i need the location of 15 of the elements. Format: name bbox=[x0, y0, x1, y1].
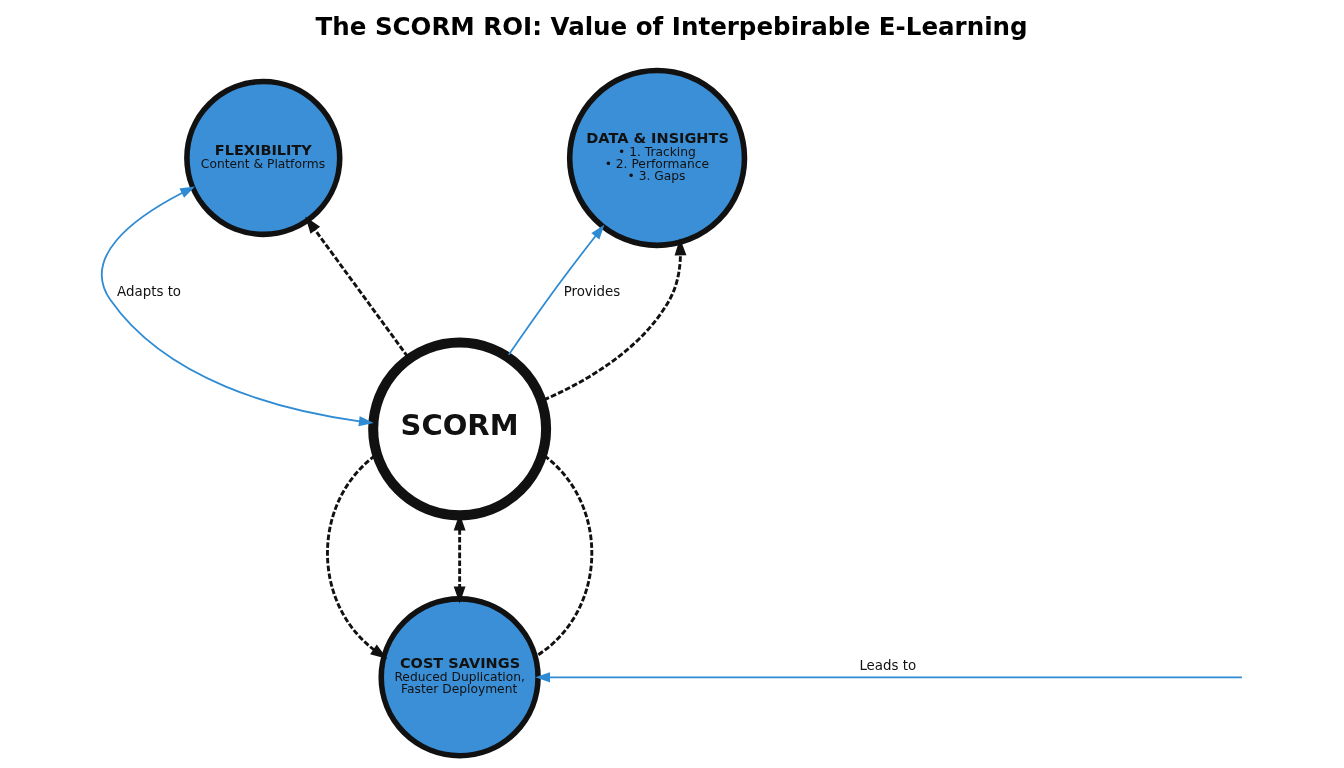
node-circle: COST SAVINGS Reduced Duplication, Faster Deployment bbox=[377, 596, 541, 759]
arrow bbox=[507, 224, 604, 356]
node-circle: DATA & INSIGHTS • 1. Tracking • 2. Performance • 3. Gaps bbox=[566, 67, 747, 249]
arrow bbox=[325, 454, 387, 659]
edge-label: Adapts to bbox=[116, 284, 181, 300]
edge-label: Leads to bbox=[858, 658, 916, 674]
arrow bbox=[100, 186, 374, 427]
node-circle: SCORM bbox=[367, 337, 551, 521]
diagram-title: The SCORM ROI: Value of Interpebirable E-Learning bbox=[315, 12, 1028, 42]
edge-label: Provides bbox=[563, 284, 620, 300]
node-circle: FLEXIBILITY Content & Platforms bbox=[183, 78, 342, 238]
arrow bbox=[534, 672, 1243, 683]
connector bbox=[534, 454, 593, 658]
arrow bbox=[304, 216, 409, 358]
arrow bbox=[542, 238, 686, 402]
